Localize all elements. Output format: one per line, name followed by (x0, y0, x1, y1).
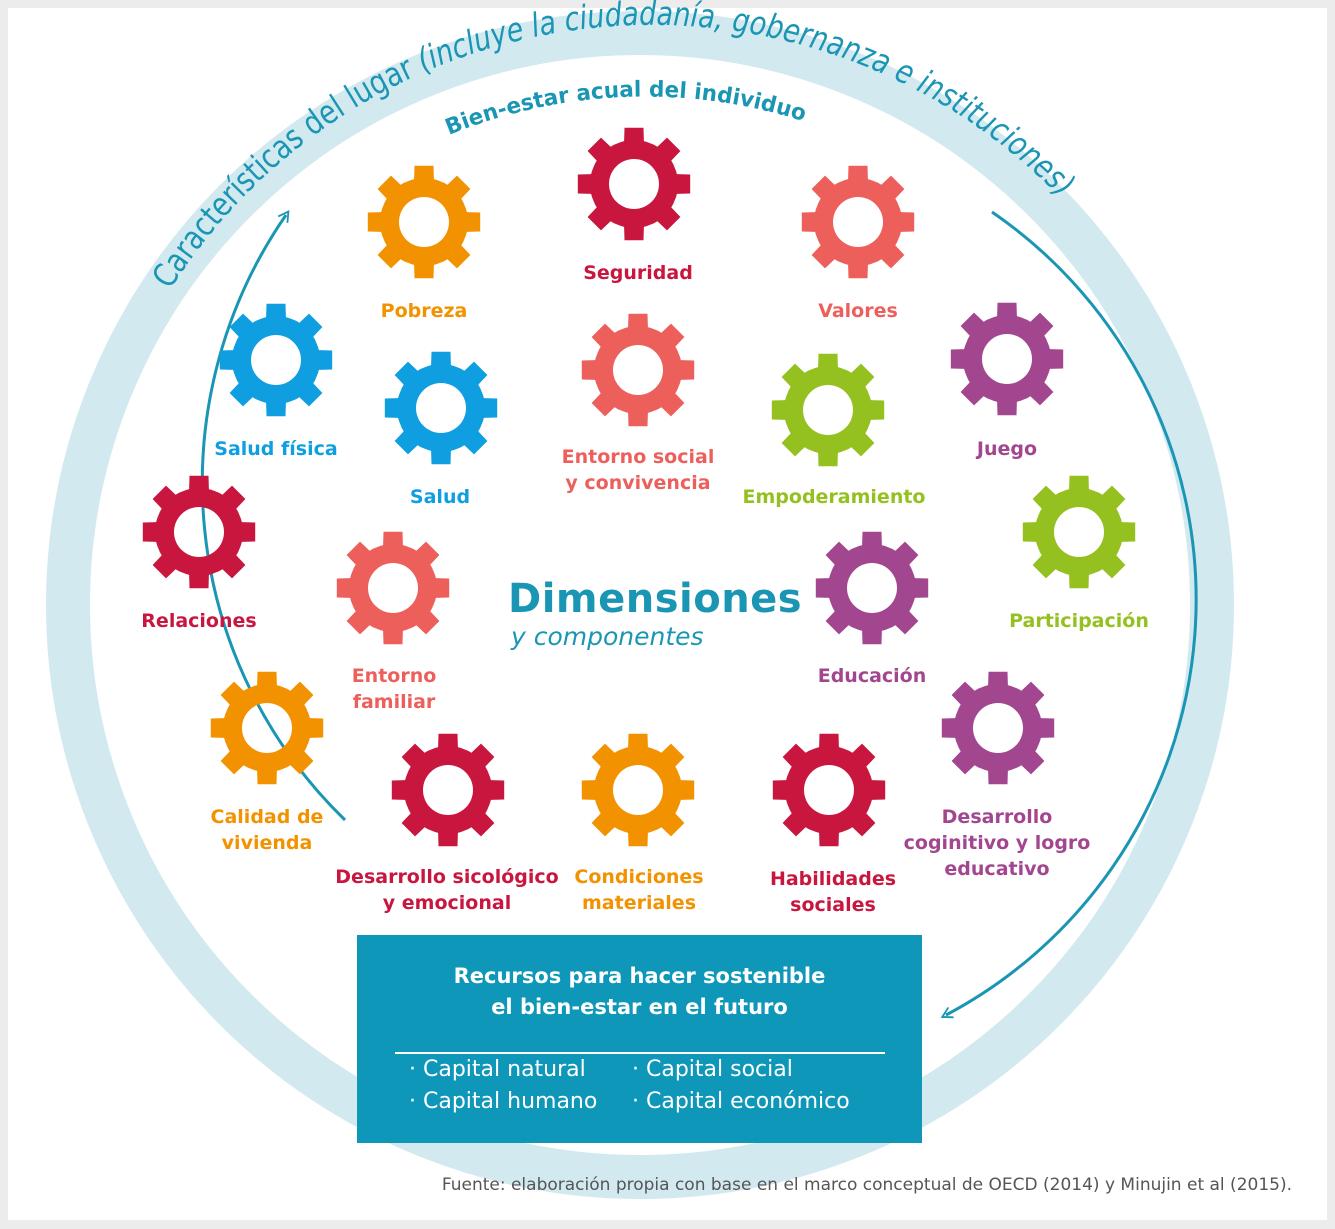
capital-item: · Capital social (632, 1057, 793, 1082)
gear-label-salud: Salud (409, 486, 471, 508)
cycle-arrow-left (200, 210, 347, 822)
gear-icon (772, 733, 886, 847)
resources-title: Recursos para hacer sostenible el bien-e… (453, 964, 826, 1019)
gear-label-condiciones-materiales: Condiciones materiales (574, 866, 704, 914)
gear-label-salud-fisica: Salud física (214, 438, 338, 460)
center-title: Dimensiones (508, 576, 803, 622)
capital-item: · Capital humano (409, 1089, 598, 1114)
capital-item: · Capital económico (632, 1089, 850, 1114)
gear-icon (577, 127, 691, 241)
gear-label-desarrollo-sicologico: Desarrollo sicológico y emocional (335, 866, 559, 914)
gear-label-calidad-vivienda: Calidad de vivienda (210, 806, 324, 854)
gears-layer (142, 127, 1136, 847)
gear-icon (815, 531, 929, 645)
gear-icon (581, 313, 695, 427)
gear-icon (950, 302, 1064, 416)
center-subtitle: y componentes (511, 622, 704, 651)
cycle-arrow-right (940, 210, 1198, 1019)
gear-label-participacion: Participación (1009, 610, 1149, 632)
gear-label-empoderamiento: Empoderamiento (742, 486, 926, 508)
gear-label-entorno-familiar: Entorno familiar (351, 665, 437, 713)
gear-icon (771, 353, 885, 467)
gear-icon (941, 671, 1055, 785)
resources-divider (395, 1052, 885, 1054)
outer-ring-label-bold: Características del lugar (144, 48, 419, 295)
outer-ring (46, 11, 1234, 1199)
gear-icon (142, 475, 256, 589)
source-note: Fuente: elaboración propia con base en e… (441, 1175, 1292, 1195)
gear-label-entorno-social: Entorno social y convivencia (561, 446, 715, 494)
gear-icon (1022, 475, 1136, 589)
gear-icon (391, 733, 505, 847)
gear-label-habilidades-sociales: Habilidades sociales (769, 868, 897, 916)
gear-icon (801, 165, 915, 279)
capital-item: · Capital natural (409, 1057, 586, 1082)
gear-icon (219, 303, 333, 417)
gear-icon (384, 351, 498, 465)
gear-label-seguridad: Seguridad (583, 262, 693, 284)
gear-icon (367, 165, 481, 279)
gear-label-desarrollo-cognitivo: Desarrollo coginitivo y logro educativo (903, 806, 1091, 880)
gear-label-pobreza: Pobreza (380, 300, 468, 322)
gear-label-valores: Valores (818, 300, 898, 322)
gear-icon (210, 671, 324, 785)
gear-icon (581, 733, 695, 847)
gear-icon (336, 531, 450, 645)
gear-label-educacion: Educación (817, 665, 927, 687)
gear-label-juego: Juego (976, 438, 1038, 460)
gear-label-relaciones: Relaciones (141, 610, 257, 632)
resources-box: Recursos para hacer sostenible el bien-e… (357, 935, 922, 1143)
